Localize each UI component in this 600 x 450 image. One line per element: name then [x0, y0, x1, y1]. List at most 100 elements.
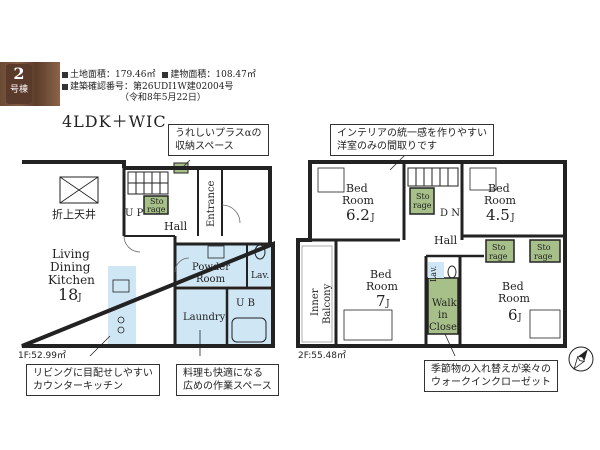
f2-lav-fill — [428, 262, 444, 278]
f2-storage-1-label-2: rage — [413, 201, 432, 210]
bed4-jo: J — [517, 313, 522, 323]
bed4-label-1: Bed — [502, 280, 524, 293]
building-unit: 号棟 — [9, 85, 28, 95]
callout-wic-line-2: ウォークインクローゼット — [431, 377, 551, 388]
up-label: U P — [125, 208, 144, 219]
stove-burner — [117, 316, 125, 324]
stove-burner — [117, 326, 125, 334]
bed1-jo: J — [370, 213, 375, 223]
living-size: 18 — [58, 285, 78, 304]
powder-label-2: Room — [196, 274, 226, 285]
floor-1-area: 1F:52.99㎡ — [18, 351, 67, 361]
wic-label-1: Walk — [432, 298, 458, 309]
callout-interior-line-1: インテリアの統一感を作りやすい — [337, 128, 487, 139]
f2-hall-label: Hall — [434, 234, 458, 247]
confirmation-date: （令和8年5月22日） — [120, 93, 206, 103]
ub-label: U B — [236, 298, 255, 309]
laundry-label: Laundry — [183, 312, 226, 323]
callout-storage: うれしいプラスαの 収納スペース — [168, 124, 269, 156]
callout-interior-line-2: 洋室のみの間取りです — [337, 141, 437, 152]
bed-outline — [469, 167, 497, 191]
callout-interior: インテリアの統一感を作りやすい 洋室のみの間取りです — [330, 124, 494, 156]
f1-hall-label: Hall — [164, 220, 188, 233]
callout-workspace-line-2: 広めの作業スペース — [183, 381, 272, 392]
leader-line — [89, 335, 111, 357]
balcony-rail — [301, 245, 333, 343]
building-number: 2 — [13, 64, 25, 83]
washbasin — [207, 245, 225, 259]
callout-wic: 季節物の入れ替えが楽々の ウォークインクローゼット — [424, 360, 558, 392]
leader-line — [179, 159, 191, 171]
living-label-1: Living — [52, 247, 90, 261]
bed2-label-1: Bed — [488, 182, 510, 195]
living-jo: J — [77, 293, 82, 303]
living-label-2: Dining — [50, 260, 91, 274]
f1-storage-box — [143, 195, 169, 215]
building-number-badge: 2 号棟 — [6, 64, 32, 104]
confirmation-info-line: 建築確認番号：第26UDI1W建02004号 — [62, 82, 233, 93]
f2-storage-3-label-2: rage — [534, 252, 553, 261]
toilet — [447, 265, 457, 279]
compass-north-icon — [568, 346, 594, 372]
bed1-size: 6.2 — [346, 206, 370, 224]
f2-storage-1-label-1: Sto — [416, 192, 430, 201]
bed3-size: 7 — [376, 292, 386, 310]
door-arc — [123, 235, 141, 253]
confirmation-number: 建築確認番号：第26UDI1W建02004号 — [70, 82, 234, 92]
inner-balcony-label-1: Inner — [310, 288, 321, 316]
dn-label: D N — [440, 208, 460, 219]
inner-balcony-label-2: Balcony — [322, 283, 333, 324]
sink — [112, 279, 130, 293]
callout-storage-line-2: 収納スペース — [175, 141, 234, 152]
door-arc — [174, 257, 190, 273]
leader-line — [444, 333, 456, 357]
f2-lav-label: Lav. — [429, 266, 438, 282]
f1-stairs — [127, 171, 169, 195]
bullet-square-icon — [62, 83, 68, 90]
area-info-line: 土地面積：179.46㎡ 建物面積：108.47㎡ — [62, 70, 256, 81]
ceiling-box — [59, 176, 99, 204]
bed2-size: 4.5 — [486, 206, 510, 224]
entrance-label: Entrance — [206, 180, 217, 227]
callout-workspace-line-1: 料理も快適になる — [183, 368, 263, 379]
wic-label-3: Closet — [429, 322, 461, 333]
f2-storage-3 — [529, 239, 561, 263]
bullet-square-icon — [62, 71, 68, 78]
fukinuke-label: 折上天井 — [52, 207, 96, 221]
bullet-square-icon — [162, 71, 169, 78]
layout-type: 4LDK＋WIC — [62, 112, 167, 131]
toilet — [254, 244, 266, 260]
laundry-fill — [175, 290, 227, 346]
callout-workspace: 料理も快適になる 広めの作業スペース — [176, 364, 279, 396]
floor-2-plan: Bed Room 6.2 J Bed Room 4.5 J Bed Room 7… — [296, 160, 567, 348]
bed-outline — [529, 309, 561, 339]
f2-storage-2-label-1: Sto — [492, 243, 506, 252]
f1-storage-label-1: Sto — [150, 197, 164, 206]
bathtub — [231, 317, 267, 343]
living-label-3: Kitchen — [48, 273, 95, 287]
ceiling-diag — [59, 176, 99, 204]
building-area: 建物面積：108.47㎡ — [170, 70, 256, 80]
callout-storage-line-1: うれしいプラスαの — [175, 128, 262, 139]
f1-storage-label-2: rage — [147, 205, 166, 214]
f2-storage-3-label-1: Sto — [537, 243, 551, 252]
bed-outline — [343, 309, 393, 341]
callout-kitchen: リビングに目配せしやすい カウンターキッチン — [26, 364, 160, 396]
bed2-jo: J — [510, 213, 515, 223]
bed2-label-2: Room — [484, 194, 517, 207]
f2-stairs — [407, 167, 459, 187]
f1-lav-label: Lav. — [251, 271, 269, 281]
land-area: 土地面積：179.46㎡ — [70, 70, 156, 80]
f2-storage-2-label-2: rage — [489, 252, 508, 261]
callout-wic-line-1: 季節物の入れ替えが楽々の — [431, 364, 551, 375]
bed3-label-2: Room — [366, 280, 399, 293]
f2-storage-2 — [485, 239, 515, 263]
bed4-label-2: Room — [498, 292, 531, 305]
bed1-label-2: Room — [342, 194, 375, 207]
bed3-jo: J — [385, 299, 390, 309]
floor-2-area: 2F:55.48㎡ — [298, 351, 347, 361]
f2-storage-1 — [409, 187, 435, 215]
wic-label-2: in — [438, 310, 448, 321]
bed1-label-1: Bed — [346, 182, 368, 195]
